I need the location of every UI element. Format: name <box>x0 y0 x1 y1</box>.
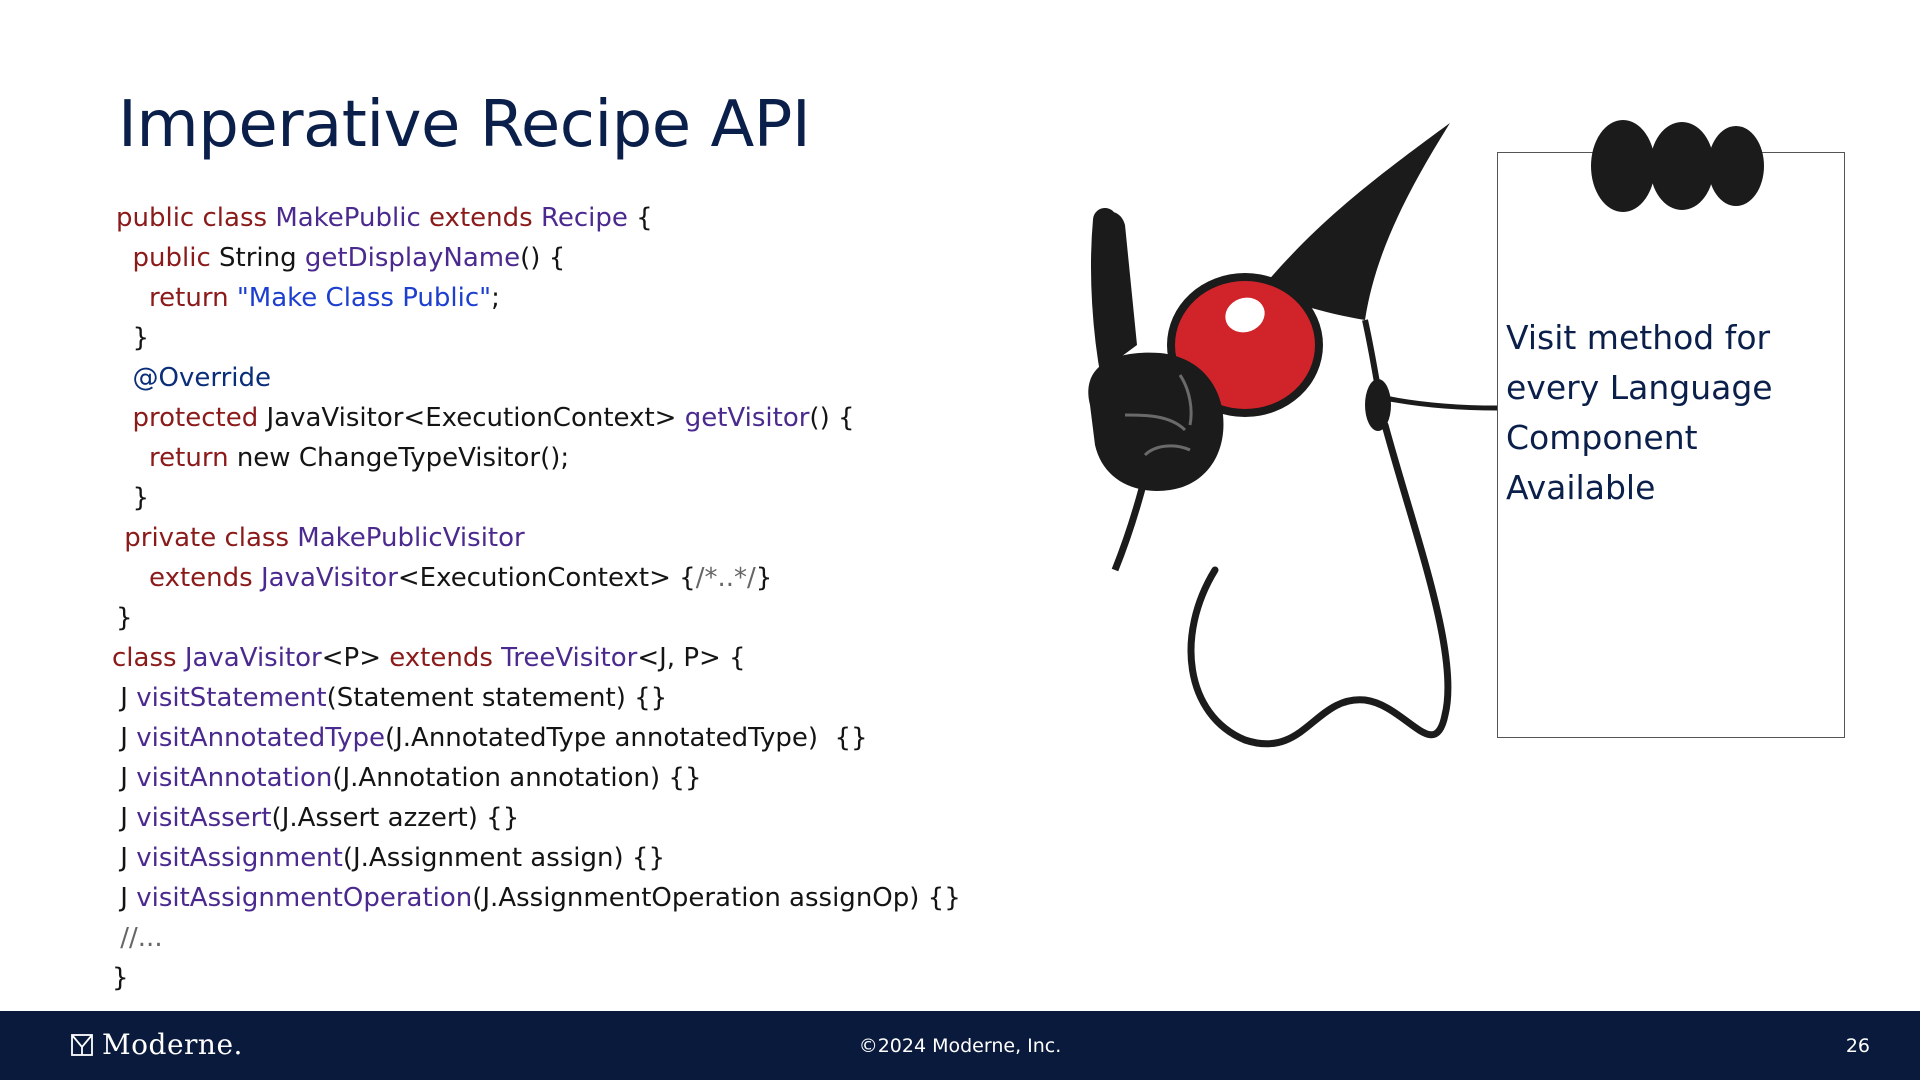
code-token: class <box>112 643 185 673</box>
code-token: "Make Class Public" <box>236 283 492 313</box>
code-line: } <box>116 598 133 638</box>
code-token: Recipe <box>540 203 637 233</box>
code-token: getDisplayName <box>304 243 521 273</box>
code-token: String <box>219 243 305 273</box>
code-token: (Statement statement) {} <box>326 683 668 713</box>
code-token: <J, P> { <box>637 643 746 673</box>
code-token: (J.Assert azzert) {} <box>271 803 520 833</box>
code-token: JavaVisitor <box>184 643 322 673</box>
note-text-line: Available <box>1506 468 1656 507</box>
code-line: J visitAssignment(J.Assignment assign) {… <box>112 838 665 878</box>
code-token: } <box>116 483 150 513</box>
pushpin-icon <box>1591 120 1764 212</box>
code-token: JavaVisitor <box>260 563 398 593</box>
code-token: getVisitor <box>684 403 810 433</box>
code-line: @Override <box>116 358 272 398</box>
code-token: extends <box>429 203 541 233</box>
code-line: J visitAnnotatedType(J.AnnotatedType ann… <box>112 718 868 758</box>
code-token: protected <box>116 403 267 433</box>
code-line: protected JavaVisitor<ExecutionContext> … <box>116 398 855 438</box>
code-token: return <box>116 283 237 313</box>
note-text-line: Visit method for <box>1506 318 1771 357</box>
duke-mascot-icon <box>1088 123 1452 748</box>
code-token: } <box>116 603 133 633</box>
code-token: visitStatement <box>136 683 327 713</box>
code-token: visitAnnotation <box>136 763 333 793</box>
code-token: public <box>116 243 220 273</box>
code-token: } <box>112 963 129 993</box>
code-token: J <box>112 683 137 713</box>
slide-title: Imperative Recipe API <box>118 88 811 162</box>
code-token: MakePublic <box>275 203 430 233</box>
code-token: public class <box>116 203 276 233</box>
code-line: extends JavaVisitor<ExecutionContext> {/… <box>116 558 772 598</box>
page-number: 26 <box>1845 1035 1870 1057</box>
code-line: return "Make Class Public"; <box>116 278 500 318</box>
code-line: public class MakePublic extends Recipe { <box>116 198 653 238</box>
code-token: (J.AssignmentOperation assignOp) {} <box>472 883 961 913</box>
code-token: extends <box>389 643 502 673</box>
code-token: @Override <box>116 363 272 393</box>
note-text-line: every Language <box>1506 368 1773 407</box>
code-token: { <box>636 203 653 233</box>
code-line: class JavaVisitor<P> extends TreeVisitor… <box>112 638 746 678</box>
code-token: visitAssignment <box>136 843 343 873</box>
code-line: J visitStatement(Statement statement) {} <box>112 678 667 718</box>
code-line: public String getDisplayName() { <box>116 238 566 278</box>
code-token: <P> <box>321 643 390 673</box>
code-line: } <box>112 958 129 998</box>
code-token: ; <box>491 283 500 313</box>
brand-name: Moderne. <box>102 1028 243 1061</box>
code-token: /*..*/ <box>695 563 756 593</box>
code-token: (J.Annotation annotation) {} <box>332 763 702 793</box>
code-token: //... <box>112 923 163 953</box>
footer: Moderne. ©2024 Moderne, Inc. 26 <box>0 1011 1920 1080</box>
code-token: MakePublicVisitor <box>297 523 525 553</box>
code-line: } <box>116 478 150 518</box>
code-line: return new ChangeTypeVisitor(); <box>116 438 569 478</box>
code-line: J visitAnnotation(J.Annotation annotatio… <box>112 758 702 798</box>
code-token: () { <box>809 403 855 433</box>
code-token: (J.Assignment assign) {} <box>342 843 666 873</box>
code-token: new ChangeTypeVisitor(); <box>236 443 570 473</box>
code-token: J <box>112 883 137 913</box>
code-token: J <box>112 723 137 753</box>
note-text-line: Component <box>1506 418 1698 457</box>
code-token: (J.AnnotatedType annotatedType) {} <box>384 723 868 753</box>
code-line: //... <box>112 918 163 958</box>
brand: Moderne. <box>70 1028 243 1061</box>
code-token: visitAssignmentOperation <box>136 883 473 913</box>
code-line: J visitAssert(J.Assert azzert) {} <box>112 798 519 838</box>
code-token: private class <box>116 523 298 553</box>
code-token: } <box>116 323 150 353</box>
code-line: private class MakePublicVisitor <box>116 518 525 558</box>
code-token: J <box>112 843 137 873</box>
code-line: J visitAssignmentOperation(J.AssignmentO… <box>112 878 961 918</box>
code-token: J <box>112 763 137 793</box>
code-token: visitAssert <box>136 803 272 833</box>
moderne-logo-icon <box>71 1033 93 1056</box>
code-token: <ExecutionContext> { <box>397 563 696 593</box>
code-token: JavaVisitor<ExecutionContext> <box>266 403 685 433</box>
code-line: } <box>116 318 150 358</box>
code-token: () { <box>520 243 566 273</box>
code-token: return <box>116 443 237 473</box>
copyright: ©2024 Moderne, Inc. <box>858 1035 1062 1057</box>
code-token: extends <box>116 563 261 593</box>
code-token: } <box>755 563 773 593</box>
code-token: J <box>112 803 137 833</box>
code-token: visitAnnotatedType <box>136 723 385 753</box>
code-token: TreeVisitor <box>501 643 638 673</box>
